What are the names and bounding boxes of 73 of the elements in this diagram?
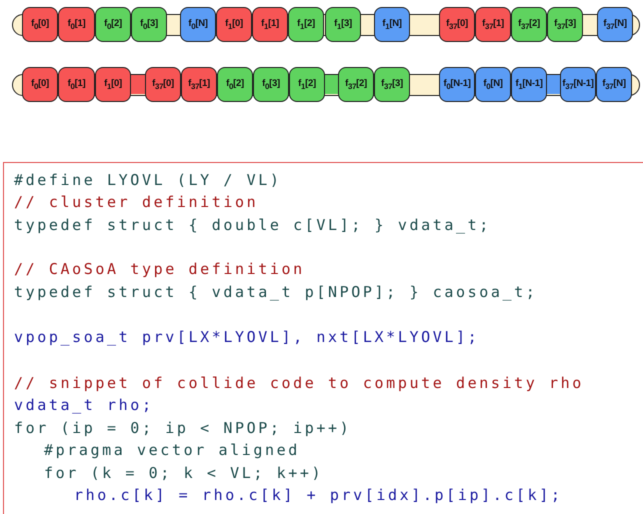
memory-cell — [252, 6, 288, 42]
memory-cell — [511, 6, 547, 42]
memory-cell — [439, 6, 475, 42]
cell-label: f$_{37}$[1] — [482, 18, 504, 30]
code-line: rho.c[k] = rho.c[k] + prv[idx].p[ip].c[k]; — [74, 486, 562, 504]
memory-cell — [145, 66, 181, 102]
code-line: // cluster definition — [14, 193, 258, 211]
memory-cell — [22, 6, 58, 42]
cell-label: f$_{0}$[0] — [31, 78, 49, 90]
cell-label: f$_{37}$[3] — [554, 18, 576, 30]
memory-cell — [253, 66, 289, 102]
cell-label: f$_{1}$[0] — [225, 18, 243, 30]
cell-label: f$_{0}$[1] — [68, 18, 86, 30]
memory-cell — [374, 6, 410, 42]
memory-cell — [58, 66, 95, 102]
memory-cell — [475, 66, 511, 102]
memory-cell — [95, 6, 131, 42]
cell-label: f$_{0}$[1] — [68, 78, 86, 90]
memory-cell — [475, 6, 511, 42]
memory-cell — [22, 66, 58, 102]
memory-cell — [547, 6, 583, 42]
cell-label: f$_{37}$[2] — [518, 18, 540, 30]
code-line: vdata_t rho; — [14, 396, 154, 414]
code-line: for (ip = 0; ip < NPOP; ip++) — [14, 419, 352, 437]
code-line: vpop_soa_t prv[LX*LYOVL], nxt[LX*LYOVL]; — [14, 328, 480, 346]
cell-label: f$_{0}$[N-1] — [443, 78, 471, 90]
cell-label: f$_{1}$[N-1] — [515, 78, 543, 90]
cell-label: f$_{1}$[N] — [382, 18, 402, 30]
memory-cell — [511, 66, 547, 102]
code-line: for (k = 0; k < VL; k++) — [44, 464, 324, 482]
memory-cell — [288, 6, 324, 42]
code-listing-box — [3, 162, 643, 514]
cell-label: f$_{1}$[3] — [334, 18, 352, 30]
code-line: #define LYOVL (LY / VL) — [14, 171, 282, 189]
cell-label: f$_{37}$[3] — [381, 78, 403, 90]
code-line: // CAoSoA type definition — [14, 260, 305, 278]
cell-label: f$_{0}$[2] — [226, 78, 244, 90]
cell-label: f$_{0}$[0] — [31, 18, 49, 30]
cell-label: f$_{37}$[0] — [446, 18, 468, 30]
cell-label: f$_{37}$[N] — [603, 18, 627, 30]
memory-cell — [289, 66, 325, 102]
cell-label: f$_{1}$[2] — [298, 78, 316, 90]
memory-cell — [374, 66, 410, 102]
code-line: typedef struct { vdata_t p[NPOP]; } caosoa_t; — [14, 283, 538, 301]
cell-label: f$_{0}$[3] — [262, 78, 280, 90]
cell-label: f$_{1}$[1] — [261, 18, 279, 30]
cell-label: f$_{37}$[N] — [602, 78, 626, 90]
cell-label: f$_{0}$[2] — [104, 18, 122, 30]
memory-cell — [560, 66, 596, 102]
memory-cell — [181, 66, 217, 102]
memory-cell — [338, 66, 374, 102]
memory-cell — [180, 6, 216, 42]
memory-cell — [131, 6, 167, 42]
cell-label: f$_{37}$[0] — [152, 78, 174, 90]
memory-cell — [596, 66, 632, 102]
memory-cell — [95, 66, 131, 102]
cell-label: f$_{0}$[3] — [140, 18, 158, 30]
memory-cell — [439, 66, 475, 102]
memory-cell — [597, 6, 633, 42]
code-line: // snippet of collide code to compute density rho — [14, 374, 584, 392]
cell-label: f$_{37}$[2] — [345, 78, 367, 90]
memory-cell — [325, 6, 361, 42]
memory-cell — [216, 6, 252, 42]
cell-label: f$_{0}$[N] — [483, 78, 503, 90]
memory-cell — [58, 6, 95, 42]
cell-label: f$_{37}$[N-1] — [562, 78, 594, 90]
code-line: #pragma vector aligned — [44, 441, 300, 459]
cell-label: f$_{1}$[0] — [104, 78, 122, 90]
memory-cell — [217, 66, 253, 102]
cell-label: f$_{0}$[N] — [188, 18, 208, 30]
cell-label: f$_{1}$[2] — [297, 18, 315, 30]
cell-label: f$_{37}$[1] — [188, 78, 210, 90]
code-line: typedef struct { double c[VL]; } vdata_t; — [14, 216, 491, 234]
